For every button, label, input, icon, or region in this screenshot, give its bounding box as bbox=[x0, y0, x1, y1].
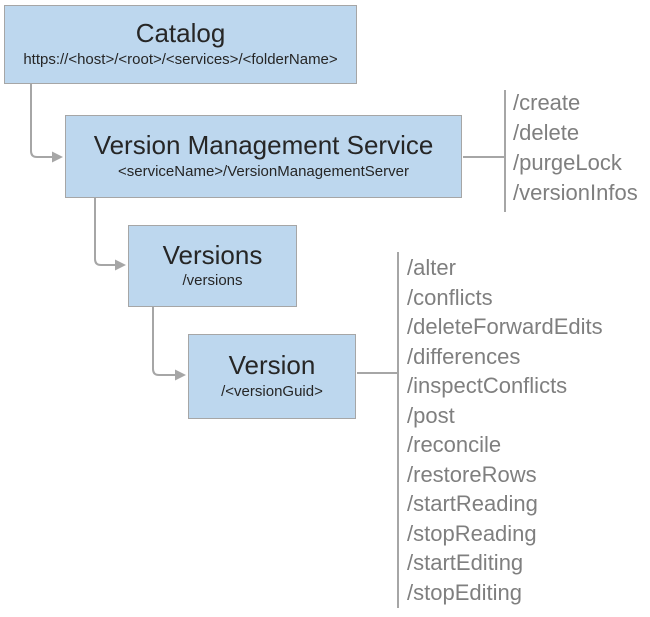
operation-item: /conflicts bbox=[407, 284, 493, 310]
catalog-box: Catalog https://<host>/<root>/<services>… bbox=[4, 5, 357, 84]
connector-service-to-versions bbox=[94, 198, 126, 271]
operation-item: /alter bbox=[407, 255, 456, 280]
version-management-service-path: <serviceName>/VersionManagementServer bbox=[118, 162, 409, 180]
operation-item: /inspectConflicts bbox=[407, 373, 568, 398]
catalog-title: Catalog bbox=[135, 18, 226, 49]
operation-item: /stopEditing bbox=[407, 579, 522, 605]
operation-item: /startReading bbox=[407, 491, 538, 516]
version-path: /<versionGuid> bbox=[221, 382, 323, 400]
service-operations-list: /create/delete/purgeLock/versionInfos bbox=[513, 88, 638, 208]
connector-versions-to-version bbox=[152, 307, 186, 381]
connector-service-to-operations bbox=[463, 90, 506, 212]
operation-item: /startEditing bbox=[407, 550, 524, 575]
versions-path: /versions bbox=[182, 272, 243, 290]
operation-item: /restoreRows bbox=[407, 461, 537, 487]
operation-item: /reconcile bbox=[407, 432, 502, 457]
operation-item: /purgeLock bbox=[513, 150, 622, 175]
operation-item: /differences bbox=[407, 343, 521, 369]
operation-item: /stopReading bbox=[407, 520, 537, 546]
catalog-url: https://<host>/<root>/<services>/<folder… bbox=[23, 50, 338, 68]
version-title: Version bbox=[228, 350, 316, 381]
version-management-service-box: Version Management Service <serviceName>… bbox=[65, 115, 462, 198]
operation-item: /deleteForwardEdits bbox=[407, 314, 603, 339]
version-operations-list: /alter/conflicts/deleteForwardEdits/diff… bbox=[407, 253, 603, 607]
versions-box: Versions /versions bbox=[128, 225, 297, 307]
operation-item: /create bbox=[513, 90, 581, 115]
connector-catalog-to-service bbox=[30, 84, 63, 163]
version-box: Version /<versionGuid> bbox=[188, 334, 356, 419]
versions-title: Versions bbox=[162, 239, 263, 270]
operation-item: /delete bbox=[513, 120, 580, 145]
connector-version-to-operations bbox=[357, 252, 399, 608]
operation-item: /post bbox=[407, 402, 455, 428]
version-management-service-title: Version Management Service bbox=[93, 130, 434, 161]
operation-item: /versionInfos bbox=[513, 180, 638, 205]
